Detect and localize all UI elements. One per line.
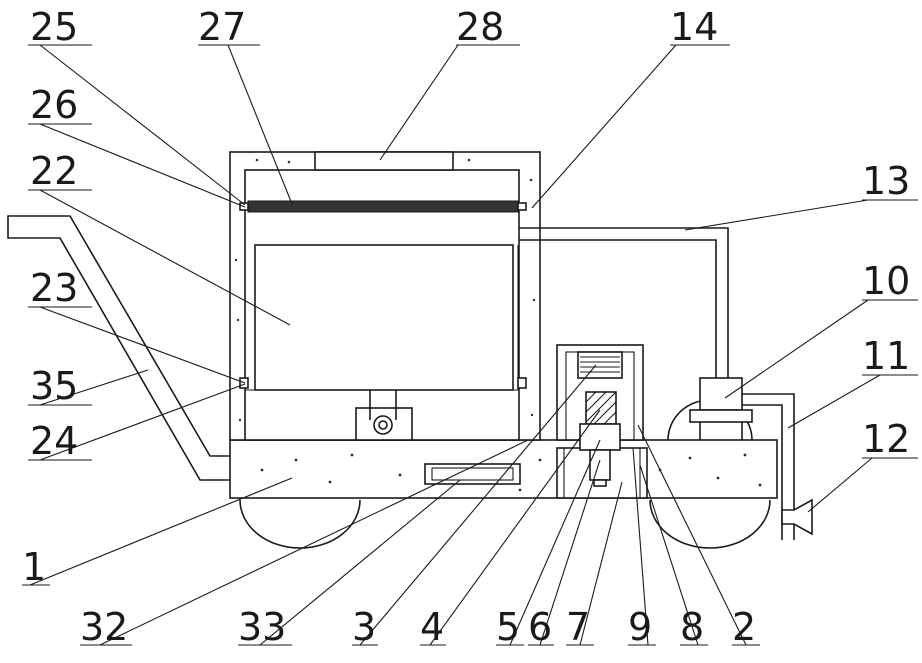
label-8: 8	[680, 605, 704, 649]
label-10: 10	[862, 259, 910, 303]
left-wheel	[240, 500, 360, 548]
label-3: 3	[352, 605, 376, 649]
label-7: 7	[566, 605, 590, 649]
pump	[690, 378, 752, 440]
label-35: 35	[30, 364, 78, 408]
label-22: 22	[30, 149, 78, 193]
label-9: 9	[628, 605, 652, 649]
label-32: 32	[80, 605, 128, 649]
label-11: 11	[862, 334, 910, 378]
inner-box	[240, 245, 526, 390]
label-23: 23	[30, 266, 78, 310]
label-14: 14	[670, 5, 718, 49]
label-28: 28	[456, 5, 504, 49]
label-33: 33	[238, 605, 286, 649]
label-27: 27	[198, 5, 246, 49]
label-24: 24	[30, 419, 78, 463]
label-25: 25	[30, 5, 78, 49]
label-12: 12	[862, 417, 910, 461]
spring-coil	[578, 352, 622, 378]
label-13: 13	[862, 159, 910, 203]
label-2: 2	[732, 605, 756, 649]
label-5: 5	[496, 605, 520, 649]
label-1: 1	[22, 545, 46, 589]
label-26: 26	[30, 83, 78, 127]
motor-block	[586, 392, 616, 424]
label-4: 4	[420, 605, 444, 649]
filter-screen	[240, 201, 526, 212]
label-6: 6	[528, 605, 552, 649]
